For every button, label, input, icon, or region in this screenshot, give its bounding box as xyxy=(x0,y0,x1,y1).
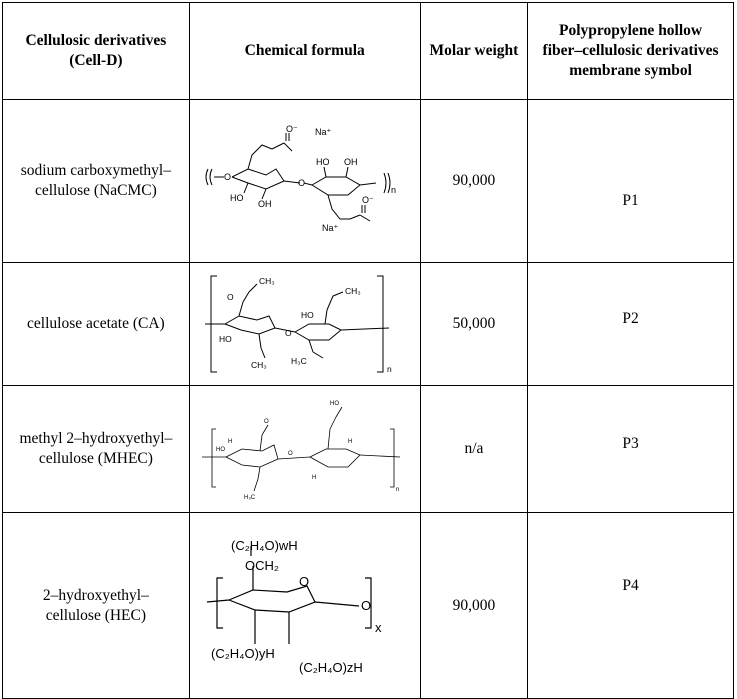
formula-label: O xyxy=(361,598,371,613)
formula-label: n xyxy=(387,364,392,374)
formula-label: O xyxy=(298,178,305,188)
derivative-name: methyl 2–hydroxyethyl–cellulose (MHEC) xyxy=(2,385,190,513)
table-row: 2–hydroxyethyl–cellulose (HEC) (C₂H₄O)wH… xyxy=(2,512,734,699)
chemical-formula: O CH₃ HO CH₃ O HO CH₃ H₃C n xyxy=(188,262,421,386)
nacmc-structure-image: O⁻ Na⁺ O O HO OH HO OH O⁻ Na⁺ n xyxy=(205,125,396,233)
molar-weight-value: 90,000 xyxy=(419,99,529,263)
formula-label: HO xyxy=(330,401,339,407)
membrane-symbol-value: P1 xyxy=(527,99,734,263)
membrane-symbol-value: P4 xyxy=(527,512,734,699)
formula-label: O xyxy=(264,419,269,425)
chemical-formula: O⁻ Na⁺ O O HO OH HO OH O⁻ Na⁺ n xyxy=(188,99,421,263)
formula-label: H₃C xyxy=(291,356,307,366)
formula-label: CH₃ xyxy=(259,276,275,286)
chemical-formula: H HO O O HO H H H₃C n xyxy=(188,385,421,513)
table-row: sodium carboxymethyl–cellulose (NaCMC) xyxy=(2,99,734,263)
header-cell-derivative: Cellulosic derivatives (Cell-D) xyxy=(2,2,190,100)
formula-label: x xyxy=(375,620,382,635)
derivative-name: sodium carboxymethyl–cellulose (NaCMC) xyxy=(2,99,190,263)
formula-label: O⁻ xyxy=(286,125,298,134)
mhec-structure-image: H HO O O HO H H H₃C n xyxy=(201,401,400,501)
formula-label: O xyxy=(224,172,231,182)
formula-label: HO xyxy=(316,157,330,167)
derivative-name: cellulose acetate (CA) xyxy=(2,262,190,386)
formula-label: OH xyxy=(344,157,358,167)
hec-structure-image: (C₂H₄O)wH OCH₂ O O x (C₂H₄O)yH (C₂H₄O)zH xyxy=(206,538,382,675)
header-membrane-symbol: Polypropylene hollow fiber–cellulosic de… xyxy=(527,2,734,100)
formula-label: Na⁺ xyxy=(315,127,332,137)
formula-label: HO xyxy=(216,447,225,453)
formula-label: O xyxy=(227,292,234,302)
formula-label: H₃C xyxy=(244,495,256,501)
formula-label: HO xyxy=(219,334,232,344)
table-row: methyl 2–hydroxyethyl–cellulose (MHEC) H… xyxy=(2,385,734,513)
formula-label: OH xyxy=(258,199,272,209)
formula-label: O xyxy=(285,328,292,338)
formula-label: HO xyxy=(230,193,244,203)
header-chemical-formula: Chemical formula xyxy=(188,2,421,100)
formula-label: H xyxy=(312,475,316,481)
molar-weight-value: 90,000 xyxy=(419,512,529,699)
formula-label: (C₂H₄O)zH xyxy=(299,660,363,675)
formula-label: Na⁺ xyxy=(322,223,339,233)
formula-label: CH₃ xyxy=(251,360,267,370)
header-row: Cellulosic derivatives (Cell-D) Chemical… xyxy=(2,2,734,100)
formula-label: (C₂H₄O)wH xyxy=(231,538,298,553)
membrane-symbol-value: P2 xyxy=(527,262,734,386)
formula-label: O xyxy=(299,574,309,589)
formula-label: O xyxy=(288,451,293,457)
molar-weight-value: n/a xyxy=(419,385,529,513)
header-molar-weight: Molar weight xyxy=(419,2,529,100)
membrane-symbol-value: P3 xyxy=(527,385,734,513)
formula-label: n xyxy=(396,487,399,493)
formula-label: O⁻ xyxy=(362,195,374,205)
table-row: cellulose acetate (CA) O CH₃ HO CH₃ xyxy=(2,262,734,386)
chemical-formula: (C₂H₄O)wH OCH₂ O O x (C₂H₄O)yH (C₂H₄O)zH xyxy=(188,512,421,699)
formula-label: n xyxy=(391,185,396,195)
formula-label: OCH₂ xyxy=(245,558,279,573)
derivative-name: 2–hydroxyethyl–cellulose (HEC) xyxy=(2,512,190,699)
formula-label: H xyxy=(228,439,232,445)
formula-label: HO xyxy=(301,310,314,320)
formula-label: CH₃ xyxy=(345,286,361,296)
formula-label: (C₂H₄O)yH xyxy=(211,646,275,661)
molar-weight-value: 50,000 xyxy=(419,262,529,386)
formula-label: H xyxy=(348,439,352,445)
ca-structure-image: O CH₃ HO CH₃ O HO CH₃ H₃C n xyxy=(204,275,392,374)
